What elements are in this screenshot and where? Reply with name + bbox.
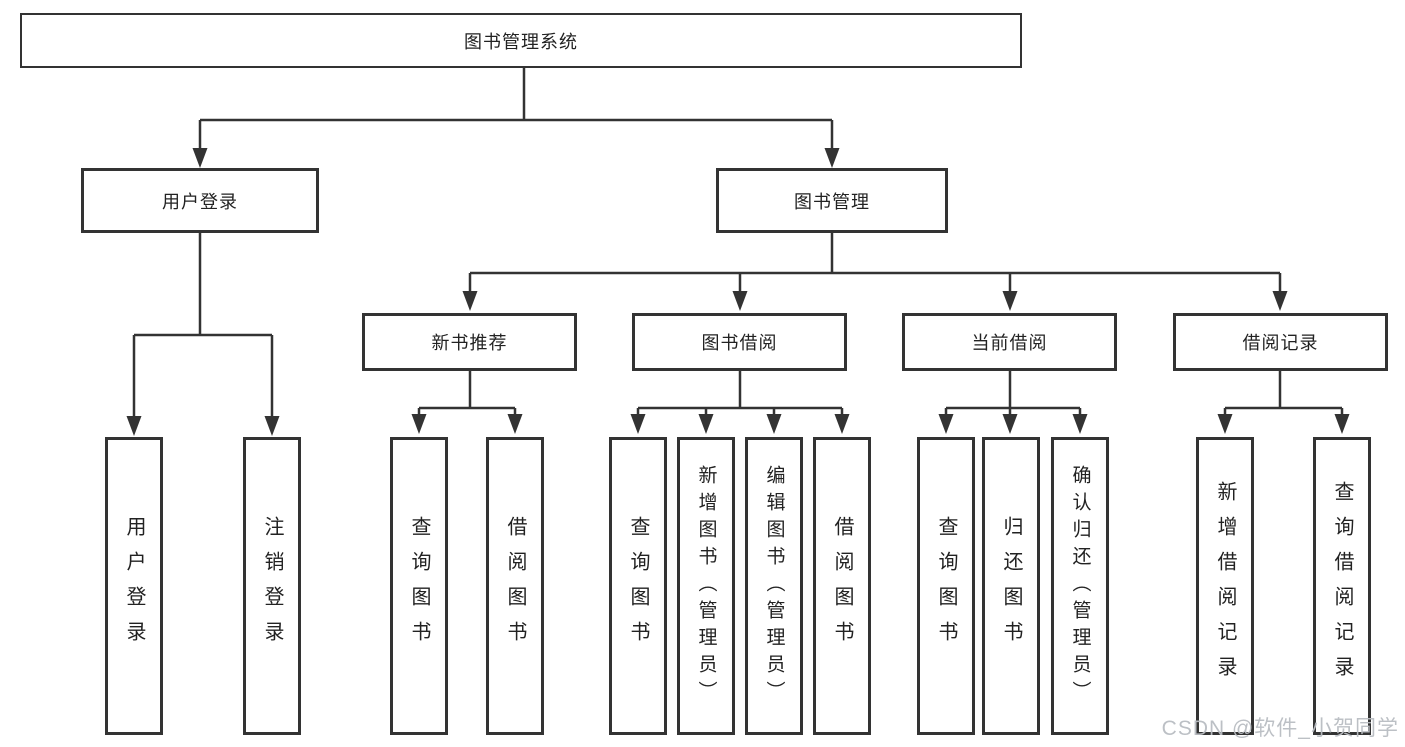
leaf-newbook-query-books: 查询图书 [390,437,448,735]
leaf-current-query-books: 查询图书 [917,437,975,735]
node-root-label: 图书管理系统 [464,31,578,52]
node-new-book-recommend-label: 新书推荐 [431,333,508,353]
leaf-borrow-query-books-label: 查询图书 [627,516,649,656]
leaf-user-login: 用户登录 [105,437,163,735]
leaf-logout-label: 注销登录 [261,516,283,656]
leaf-newbook-borrow-books-label: 借阅图书 [504,516,526,656]
node-root: 图书管理系统 [20,13,1022,68]
leaf-current-return-books-label: 归还图书 [1000,516,1022,656]
leaf-current-return-books: 归还图书 [982,437,1040,735]
leaf-newbook-query-books-label: 查询图书 [408,516,430,656]
leaf-borrow-edit-books-admin-label: 编辑图书（管理员） [763,464,785,708]
node-user-login: 用户登录 [81,168,319,233]
leaf-records-add-record: 新增借阅记录 [1196,437,1254,735]
watermark-text: CSDN @软件_小贺同学 [1161,717,1399,740]
leaf-borrow-borrow-books: 借阅图书 [813,437,871,735]
node-current-borrow: 当前借阅 [902,313,1117,371]
leaf-records-query-record-label: 查询借阅记录 [1331,481,1353,691]
leaf-borrow-borrow-books-label: 借阅图书 [831,516,853,656]
node-new-book-recommend: 新书推荐 [362,313,577,371]
node-book-borrow: 图书借阅 [632,313,847,371]
leaf-current-confirm-return-admin: 确认归还（管理员） [1051,437,1109,735]
leaf-borrow-add-books-admin: 新增图书（管理员） [677,437,735,735]
leaf-logout: 注销登录 [243,437,301,735]
leaf-borrow-add-books-admin-label: 新增图书（管理员） [695,464,717,708]
node-user-login-label: 用户登录 [162,191,238,212]
leaf-user-login-label: 用户登录 [123,516,145,656]
node-book-management: 图书管理 [716,168,948,233]
node-current-borrow-label: 当前借阅 [971,333,1048,353]
node-book-borrow-label: 图书借阅 [701,333,778,353]
leaf-records-add-record-label: 新增借阅记录 [1214,481,1236,691]
leaf-borrow-edit-books-admin: 编辑图书（管理员） [745,437,803,735]
node-borrow-records: 借阅记录 [1173,313,1388,371]
leaf-borrow-query-books: 查询图书 [609,437,667,735]
leaf-records-query-record: 查询借阅记录 [1313,437,1371,735]
leaf-current-query-books-label: 查询图书 [935,516,957,656]
node-borrow-records-label: 借阅记录 [1242,333,1319,353]
leaf-newbook-borrow-books: 借阅图书 [486,437,544,735]
leaf-current-confirm-return-admin-label: 确认归还（管理员） [1069,464,1091,708]
node-book-management-label: 图书管理 [794,191,870,212]
